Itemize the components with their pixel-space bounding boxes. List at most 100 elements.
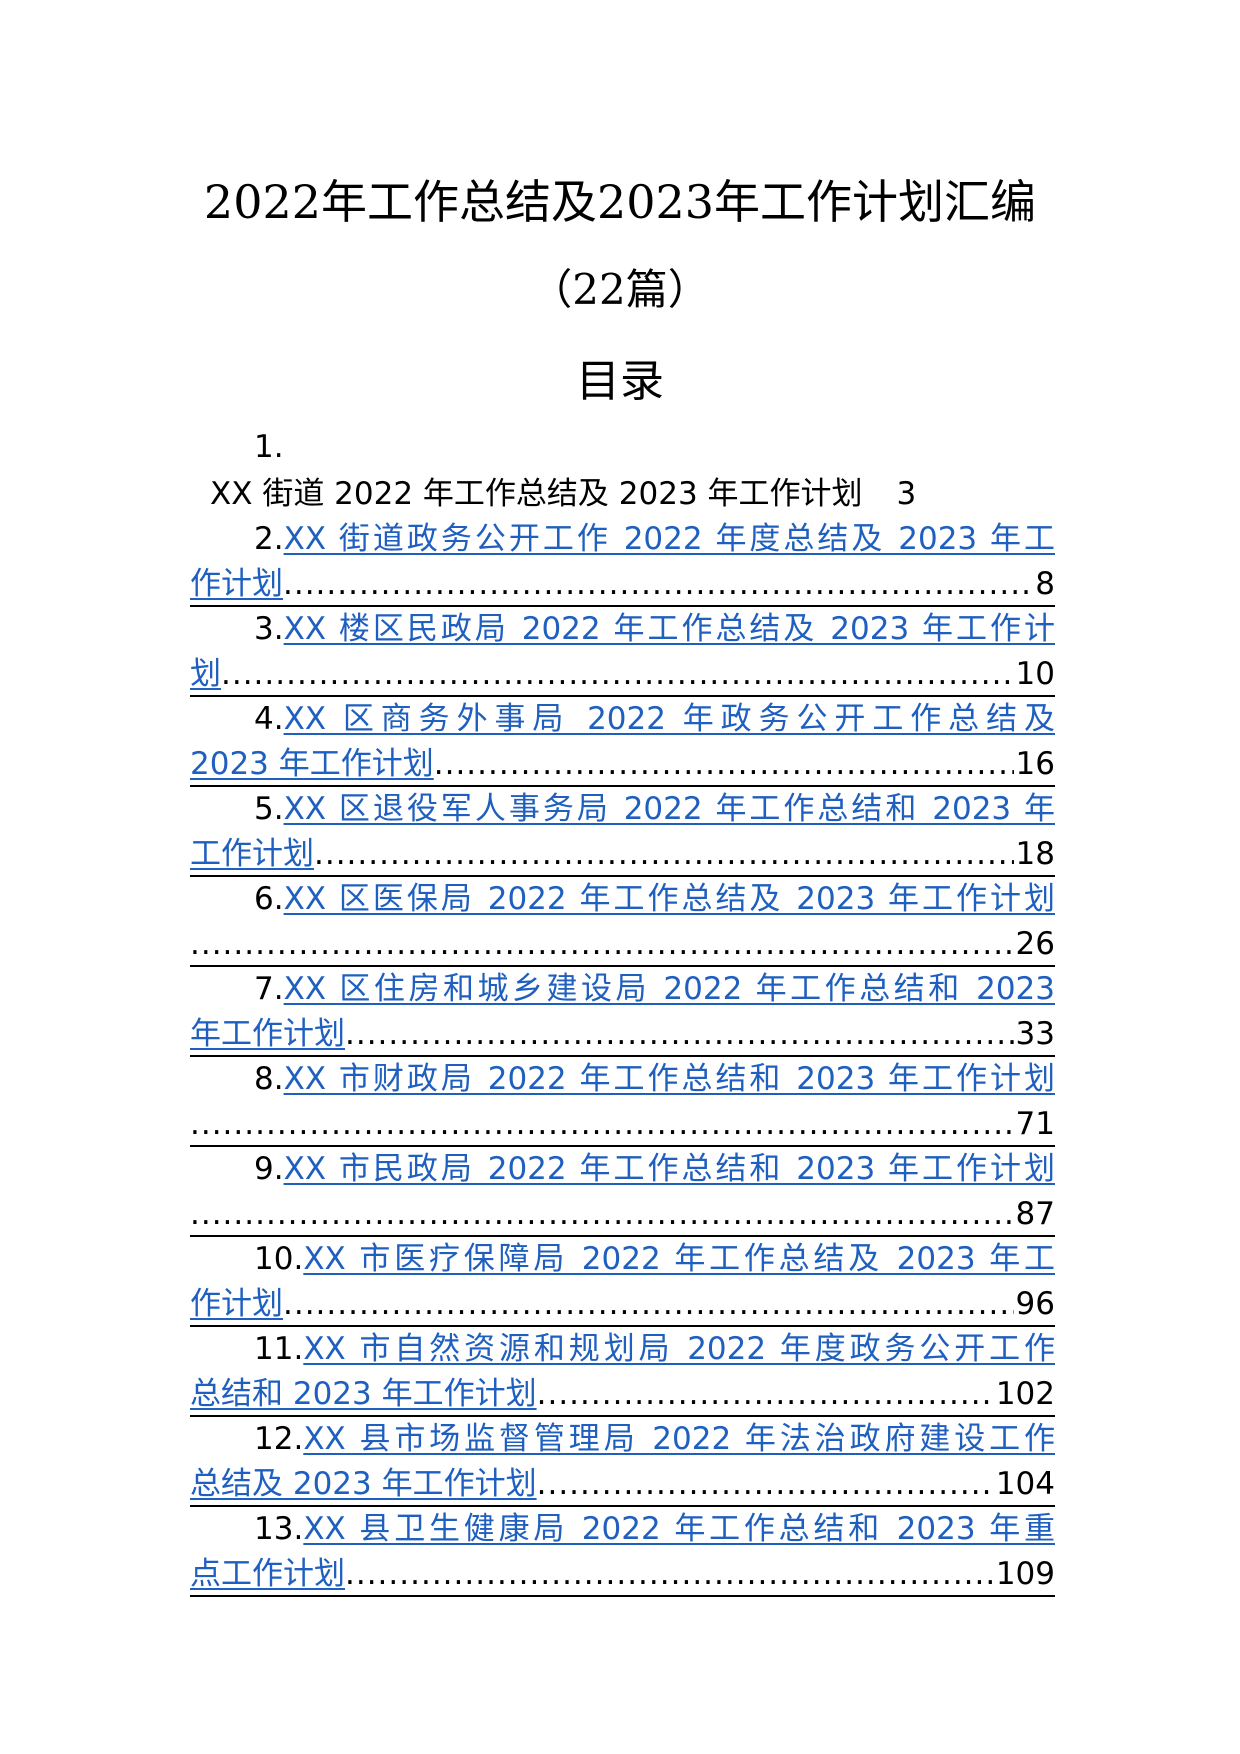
toc-entry-link[interactable]: XX 区商务外事局 2022 年政务公开工作总结及 [283,701,1055,737]
toc-entry-link-continued[interactable]: 总结和 2023 年工作计划 [190,1376,537,1412]
toc-entry-first-line: 2.XX 街道政务公开工作 2022 年度总结及 2023 年工 [190,517,1055,562]
toc-entry-second-line: 年工作计划 33 [190,1012,1055,1057]
toc-entry-number: 3. [254,611,284,647]
toc-entry-number: 13. [254,1511,304,1547]
toc-entry-first-line: 7.XX 区住房和城乡建设局 2022 年工作总结和 2023 [190,967,1055,1012]
toc-entry-second-line: 划 10 [190,652,1055,697]
toc-entry-link[interactable]: XX 县市场监督管理局 2022 年法治政府建设工作 [303,1421,1055,1457]
toc-entry-page: 16 [1015,746,1055,782]
toc-dot-leader [283,562,1033,607]
toc-entry-page: 109 [995,1556,1055,1592]
toc-entry-number: 10. [254,1241,304,1277]
toc-entry-link-continued[interactable]: 划 [190,656,221,692]
toc-entry-first-line: 13.XX 县卫生健康局 2022 年工作总结和 2023 年重 [190,1507,1055,1552]
toc-dot-leader [190,1192,1014,1237]
toc-entry-link-continued[interactable]: 点工作计划 [190,1556,345,1592]
toc-entry-number: 1. [254,429,284,465]
toc-entry-number: 6. [254,881,284,917]
toc-entry-13[interactable]: 13.XX 县卫生健康局 2022 年工作总结和 2023 年重 点工作计划 10… [190,1507,1055,1597]
toc-entry-number: 9. [254,1151,284,1187]
toc-entry-link[interactable]: XX 市医疗保障局 2022 年工作总结及 2023 年工 [303,1241,1055,1277]
toc-entry-number: 5. [254,791,284,827]
toc-entry-page: 102 [995,1376,1055,1412]
toc-entry-second-line: 71 [190,1102,1055,1147]
toc-entry-link-continued[interactable]: 年工作计划 [190,1016,345,1052]
toc-entry-number: 11. [254,1331,304,1367]
toc-entry-number: 2. [254,521,284,557]
toc-entry-link[interactable]: XX 市自然资源和规划局 2022 年度政务公开工作 [303,1331,1055,1367]
toc-entry-second-line: 作计划 8 [190,562,1055,607]
document-title: 2022年工作总结及2023年工作计划汇编 [203,175,1037,229]
toc-entry-second-line: 工作计划 18 [190,832,1055,877]
toc-entry-number: 4. [254,701,284,737]
toc-entry-4[interactable]: 4.XX 区商务外事局 2022 年政务公开工作总结及 2023 年工作计划 16 [190,697,1055,787]
toc-entry-3[interactable]: 3.XX 楼区民政局 2022 年工作总结及 2023 年工作计 划 10 [190,607,1055,697]
toc-entry-number: 8. [254,1061,284,1097]
toc-entry-page: 33 [1015,1016,1055,1052]
toc-entry-link-continued[interactable]: 作计划 [190,566,283,602]
toc-entry-link[interactable]: XX 区住房和城乡建设局 2022 年工作总结和 2023 [283,971,1055,1007]
toc-entry-second-line: 总结及 2023 年工作计划 104 [190,1462,1055,1507]
toc-entry-5[interactable]: 5.XX 区退役军人事务局 2022 年工作总结和 2023 年 工作计划 18 [190,787,1055,877]
toc-entry-first-line: 12.XX 县市场监督管理局 2022 年法治政府建设工作 [190,1417,1055,1462]
toc-entry-8[interactable]: 8.XX 市财政局 2022 年工作总结和 2023 年工作计划 71 [190,1057,1055,1147]
toc-entry-10[interactable]: 10.XX 市医疗保障局 2022 年工作总结及 2023 年工 作计划 96 [190,1237,1055,1327]
toc-entry-page: 8 [1035,566,1055,602]
toc-entry-7[interactable]: 7.XX 区住房和城乡建设局 2022 年工作总结和 2023 年工作计划 33 [190,967,1055,1057]
toc-entry-link-continued[interactable]: 工作计划 [190,836,314,872]
toc-entry-link[interactable]: XX 区医保局 2022 年工作总结及 2023 年工作计划 [283,881,1055,917]
toc-entry-first-line: 8.XX 市财政局 2022 年工作总结和 2023 年工作计划 [190,1057,1055,1102]
toc-entry-link[interactable]: XX 街道政务公开工作 2022 年度总结及 2023 年工 [283,521,1055,557]
toc-entry-link-continued[interactable]: 总结及 2023 年工作计划 [190,1466,537,1502]
toc-entry-second-line: 87 [190,1192,1055,1237]
toc-entry-link[interactable]: XX 县卫生健康局 2022 年工作总结和 2023 年重 [303,1511,1055,1547]
toc-entry-2[interactable]: 2.XX 街道政务公开工作 2022 年度总结及 2023 年工 作计划 8 [190,517,1055,607]
toc-heading: 目录 [576,356,664,407]
toc-entry-first-line: 5.XX 区退役军人事务局 2022 年工作总结和 2023 年 [190,787,1055,832]
toc-entry-1: 1. XX 街道 2022 年工作总结及 2023 年工作计划 3 [190,427,1055,517]
toc-dot-leader [221,652,1014,697]
toc-dot-leader [434,742,1014,787]
toc-entry-11[interactable]: 11.XX 市自然资源和规划局 2022 年度政务公开工作 总结和 2023 年… [190,1327,1055,1417]
toc-entry-number: 7. [254,971,284,1007]
toc-dot-leader [190,1102,1014,1147]
toc-entry-number: 12. [254,1421,304,1457]
toc-entry-link-continued[interactable]: 作计划 [190,1286,283,1322]
toc-entry-page: 3 [896,476,917,512]
toc-dot-leader [314,832,1014,877]
toc-entry-6[interactable]: 6.XX 区医保局 2022 年工作总结及 2023 年工作计划 26 [190,877,1055,967]
toc-entry-page: 96 [1015,1286,1055,1322]
toc-entry-second-line: 2023 年工作计划 16 [190,742,1055,787]
toc-entry-first-line: 10.XX 市医疗保障局 2022 年工作总结及 2023 年工 [190,1237,1055,1282]
toc-entry-first-line: 6.XX 区医保局 2022 年工作总结及 2023 年工作计划 [190,877,1055,922]
toc-entry-second-line: 点工作计划 109 [190,1552,1055,1597]
toc-entry-page: 10 [1015,656,1055,692]
toc-entry-link[interactable]: XX 市民政局 2022 年工作总结和 2023 年工作计划 [283,1151,1055,1187]
toc-entry-link-continued[interactable]: 2023 年工作计划 [190,746,434,782]
toc-entry-first-line: 9.XX 市民政局 2022 年工作总结和 2023 年工作计划 [190,1147,1055,1192]
toc-entry-page: 18 [1015,836,1055,872]
toc-entry-link[interactable]: XX 区退役军人事务局 2022 年工作总结和 2023 年 [283,791,1055,827]
toc-link-list: 2.XX 街道政务公开工作 2022 年度总结及 2023 年工 作计划 8 3.… [190,517,1055,1597]
toc-entry-link[interactable]: XX 市财政局 2022 年工作总结和 2023 年工作计划 [283,1061,1055,1097]
toc-entry-page: 104 [995,1466,1055,1502]
toc-entry-12[interactable]: 12.XX 县市场监督管理局 2022 年法治政府建设工作 总结及 2023 年… [190,1417,1055,1507]
toc-entry-page: 71 [1015,1106,1055,1142]
toc-entry-9[interactable]: 9.XX 市民政局 2022 年工作总结和 2023 年工作计划 87 [190,1147,1055,1237]
toc-entry-line: XX 街道 2022 年工作总结及 2023 年工作计划 3 [210,472,916,517]
toc-dot-leader [537,1372,994,1417]
toc-entry-second-line: 总结和 2023 年工作计划 102 [190,1372,1055,1417]
toc-entry-first-line: 3.XX 楼区民政局 2022 年工作总结及 2023 年工作计 [190,607,1055,652]
toc-entry-second-line: 26 [190,922,1055,967]
toc-entry-page: 26 [1015,926,1055,962]
toc-dot-leader [537,1462,994,1507]
document-subtitle: （22篇） [530,265,710,314]
toc-dot-leader [345,1012,1014,1057]
toc-dot-leader [190,922,1014,967]
toc-entry-link[interactable]: XX 楼区民政局 2022 年工作总结及 2023 年工作计 [283,611,1055,647]
toc-entry-title: XX 街道 2022 年工作总结及 2023 年工作计划 [210,476,863,512]
toc-dot-leader [345,1552,994,1597]
toc-entry-first-line: 11.XX 市自然资源和规划局 2022 年度政务公开工作 [190,1327,1055,1372]
